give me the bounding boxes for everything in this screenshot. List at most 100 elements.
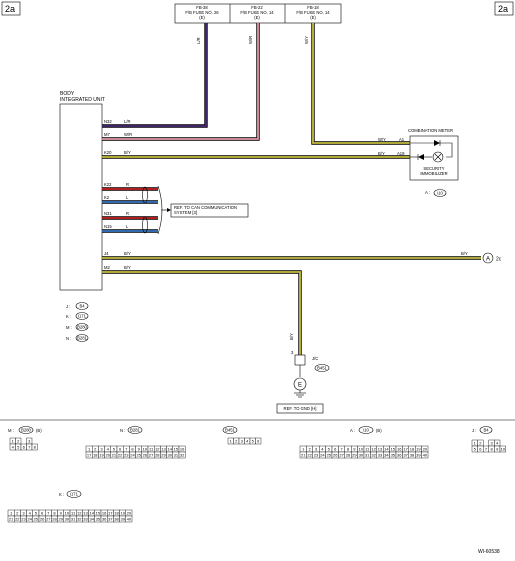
pin-cell: 1 <box>85 445 93 453</box>
pin-cell: 15 <box>172 445 180 453</box>
pin-cell: 34 <box>88 515 95 523</box>
pin-cell: 5 <box>32 509 40 517</box>
pin-number: 26 <box>40 517 45 522</box>
ground-symbol: E <box>298 383 302 389</box>
pin-number: 36 <box>397 453 402 458</box>
pin-cell: 35 <box>94 515 102 523</box>
pin-m2: M2 <box>104 265 110 270</box>
wire-fuse1-n32 <box>102 23 208 128</box>
color-k2: L <box>126 195 129 200</box>
pin-cell: 7 <box>483 445 490 453</box>
connector-view-b451: B451 <box>222 426 238 434</box>
can-ref-line2: SYSTEM [3] <box>174 210 197 215</box>
pin-cell: 24 <box>26 515 34 523</box>
pin-cell: 1 <box>9 437 16 445</box>
pin-cell: 15 <box>389 445 397 453</box>
pin-number: 31 <box>365 453 370 458</box>
pin-number: 33 <box>378 453 383 458</box>
pin-number: 10 <box>501 447 506 452</box>
pin-cell: 16 <box>395 445 403 453</box>
legend-n-code: B281 <box>77 336 87 341</box>
wire-fuse2-m7 <box>102 23 260 141</box>
connector-a-2c: A 2c <box>482 252 502 264</box>
connector-view-k: K : i171 <box>59 490 82 498</box>
pin-cell: 11 <box>69 509 77 517</box>
pin-number: 24 <box>320 453 325 458</box>
pin-cell: 20 <box>104 451 111 459</box>
pin-cell: 9 <box>494 445 501 453</box>
pin-cell: 31 <box>69 515 77 523</box>
pin-number: 40 <box>423 453 428 458</box>
pin-number: 4 <box>107 447 110 452</box>
pin-number: 38 <box>410 453 415 458</box>
pin-number: 9 <box>496 447 499 452</box>
pin-cell: 2 <box>233 437 240 445</box>
pin-number: 18 <box>410 447 415 452</box>
pin-cell: 16 <box>178 445 186 453</box>
pin-cell: 6 <box>331 445 339 453</box>
pin-number: 20 <box>127 511 132 516</box>
pin-m7: M7 <box>104 132 110 137</box>
pin-cell: 16 <box>100 509 108 517</box>
pin-number: 8 <box>131 447 134 452</box>
section-tag-right-text: 2a <box>498 4 508 14</box>
pin-cell: 2 <box>91 445 99 453</box>
pin-number: 7 <box>47 511 50 516</box>
pin-number: 15 <box>96 511 101 516</box>
pin-cell: 19 <box>98 451 105 459</box>
pin-number: 19 <box>120 511 125 516</box>
pin-cell: 32 <box>178 451 186 459</box>
conn-j-code: B4 <box>483 428 489 433</box>
pin-number: 37 <box>403 453 408 458</box>
pin-number: 1 <box>230 439 233 444</box>
pin-number: 4 <box>29 511 32 516</box>
pin-cell: 39 <box>119 515 126 523</box>
pin-cell: 11 <box>147 445 155 453</box>
can-ref-line1: REF. TO CAN COMMUNICATION <box>174 205 237 210</box>
color-j4-right: B/Y <box>461 251 468 256</box>
pin-cell: 17 <box>402 445 409 453</box>
pin-number: 1 <box>88 447 91 452</box>
conn-j-prefix: J : <box>472 428 476 433</box>
pin-cell: 7 <box>122 445 130 453</box>
pin-number: 33 <box>83 517 88 522</box>
pin-cell: 3 <box>488 439 495 447</box>
section-tag-left-text: 2a <box>5 4 15 14</box>
pin-cell: 6 <box>477 445 484 453</box>
pin-cell: 2 <box>306 445 313 453</box>
pin-cell: 7 <box>45 509 52 517</box>
wire-fuse3-meter <box>311 23 410 145</box>
pin-cell: 37 <box>402 451 409 459</box>
pin-cell: 3 <box>98 445 105 453</box>
pin-number: 29 <box>161 453 166 458</box>
pin-number: 21 <box>301 453 306 458</box>
pin-cell: 26 <box>38 515 46 523</box>
pin-cell: 23 <box>312 451 320 459</box>
pin-cell: 2 <box>477 439 484 447</box>
pin-number: 31 <box>71 517 76 522</box>
pin-number: 12 <box>77 511 82 516</box>
pin-cell: 32 <box>75 515 83 523</box>
connector-view-a: A : i10 (B) <box>350 426 382 434</box>
conn-m-code: B280 <box>21 428 31 433</box>
section-tag-left: 2a <box>1 1 21 16</box>
pin-cell: 21 <box>110 451 118 459</box>
pin-number: 22 <box>307 453 312 458</box>
pin-cell: 1 <box>471 439 478 447</box>
ground-section: B/Y 3 J/C B451 E REF. TO GND [H] <box>276 333 330 414</box>
pin-cell: 21 <box>7 515 15 523</box>
connector-view-n: N : B281 <box>120 426 143 434</box>
fuse-2: FB-22 F/B FUSE NO. 14 (E) <box>240 5 274 20</box>
pin-cell: 22 <box>116 451 124 459</box>
pin-number: 24 <box>27 517 32 522</box>
legend-m-code: B280 <box>77 325 87 330</box>
pin-cell: 33 <box>376 451 384 459</box>
pin-number: 23 <box>314 453 319 458</box>
pin-number: 20 <box>105 453 110 458</box>
pin-cell: 8 <box>129 445 136 453</box>
pin-number: 21 <box>9 517 14 522</box>
pin-number: 23 <box>124 453 129 458</box>
fuse-box-group: FB-38 F/B FUSE NO. 26 (E) FB-22 F/B FUSE… <box>174 3 342 24</box>
pin-number: 20 <box>423 447 428 452</box>
